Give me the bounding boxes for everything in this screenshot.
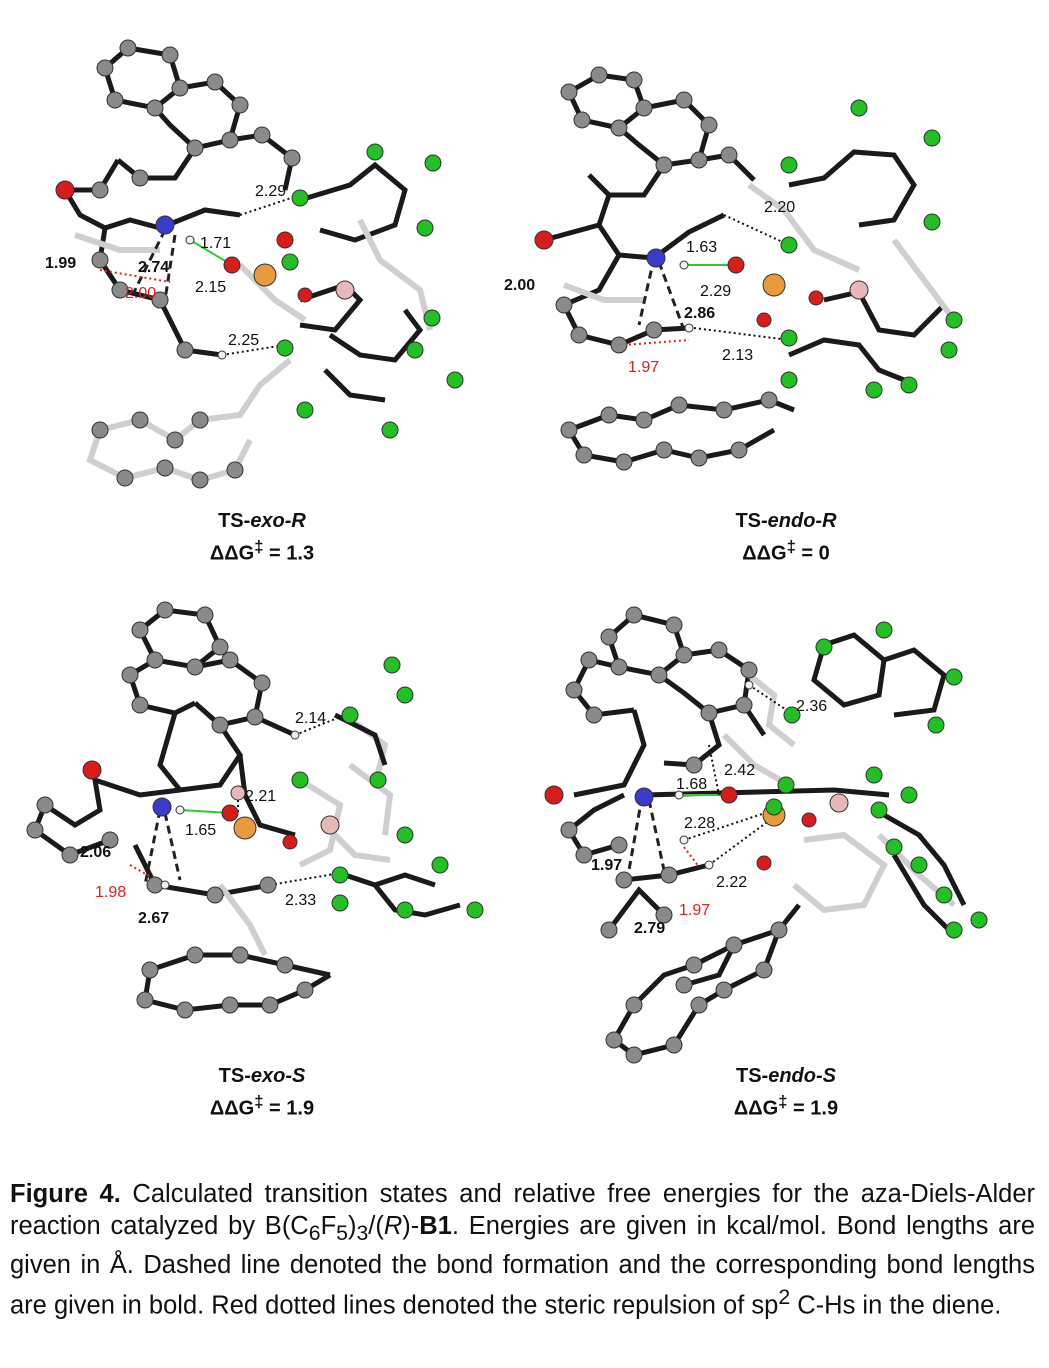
bond-length-label: 2.00: [125, 285, 156, 302]
catalyst-label: B1: [419, 1212, 452, 1240]
ts-label: TS-exo-S: [218, 1065, 306, 1087]
caption-text: C-Hs in the diene.: [790, 1291, 1002, 1320]
bond-length-label: 2.14: [295, 710, 326, 727]
bond-length-label: 2.74: [138, 259, 169, 276]
bond-length-label: 2.21: [245, 788, 276, 805]
ts-energy: ΔΔG‡ = 1.9: [733, 1092, 839, 1120]
ts-label: TS-endo-R: [735, 510, 837, 532]
figure-label: Figure 4.: [10, 1180, 121, 1208]
caption-text: Calculated transition states and relativ…: [10, 1180, 1035, 1240]
bond-length-label: 2.15: [195, 279, 226, 296]
bond-length-label: 2.13: [722, 347, 753, 364]
panel-ts-exo-s: 2.14 2.21 1.65 2.06 1.98 2.67 2.33 TS-ex…: [0, 585, 524, 1145]
bond-length-label: 2.67: [138, 910, 169, 927]
caption-superscript: 2: [778, 1285, 791, 1310]
bond-length-label: 2.06: [80, 844, 111, 861]
bond-length-label: 2.79: [634, 920, 665, 937]
caption-subscript: 5: [336, 1221, 348, 1246]
molecule-ts-endo-s: 2.36 2.42 1.68 2.28 1.97 2.22 1.97 2.79: [544, 606, 988, 1064]
ts-caption: TS-endo-R ΔΔG‡ = 0: [524, 508, 1048, 567]
ts-caption: TS-exo-S ΔΔG‡ = 1.9: [0, 1063, 524, 1122]
bond-length-label: 1.97: [679, 902, 710, 919]
figure-caption: Figure 4. Calculated transition states a…: [10, 1178, 1035, 1322]
bond-length-label: 1.99: [45, 255, 76, 272]
caption-text: . Energies are given in kcal/mol. Bond l…: [10, 1212, 1035, 1320]
caption-subscript: 6: [308, 1221, 321, 1246]
panel-ts-exo-r: 2.29 1.71 1.99 2.74 2.00 2.15 2.25 TS-ex…: [0, 0, 524, 565]
bond-length-label: 1.98: [95, 884, 126, 901]
ts-energy: ΔΔG‡ = 1.9: [209, 1092, 315, 1120]
bond-length-label: 2.29: [255, 183, 286, 200]
bond-length-label: 2.28: [684, 815, 715, 832]
bond-length-label: 2.22: [716, 874, 747, 891]
bond-length-label: 1.97: [591, 857, 622, 874]
caption-italic: R: [383, 1212, 403, 1240]
panel-ts-endo-r: 2.20 1.63 2.00 2.29 2.86 1.97 2.13 TS-en…: [504, 0, 1048, 565]
bond-length-label: 1.71: [200, 235, 231, 252]
bond-length-label: 2.00: [504, 277, 535, 294]
bond-length-label: 1.65: [185, 822, 216, 839]
ts-energy: ΔΔG‡ = 0: [742, 537, 830, 565]
bond-length-label: 2.42: [724, 762, 755, 779]
ts-caption: TS-endo-S ΔΔG‡ = 1.9: [524, 1063, 1048, 1122]
bond-length-label: 1.68: [676, 776, 707, 793]
bond-length-label: 2.36: [796, 698, 827, 715]
bond-length-label: 1.97: [628, 359, 659, 376]
caption-text: )-: [402, 1212, 420, 1240]
molecule-ts-exo-r: 2.29 1.71 1.99 2.74 2.00 2.15 2.25: [45, 39, 464, 489]
bond-length-label: 2.25: [228, 332, 259, 349]
caption-text: /(: [368, 1212, 384, 1240]
molecule-ts-exo-s: 2.14 2.21 1.65 2.06 1.98 2.67 2.33: [26, 601, 484, 1019]
panel-ts-endo-s: 2.36 2.42 1.68 2.28 1.97 2.22 1.97 2.79 …: [524, 585, 1048, 1145]
molecule-ts-endo-r: 2.20 1.63 2.00 2.29 2.86 1.97 2.13: [504, 66, 963, 471]
ts-label: TS-endo-S: [736, 1065, 836, 1087]
bond-length-label: 2.33: [285, 892, 316, 909]
bond-length-label: 2.29: [700, 283, 731, 300]
ts-energy: ΔΔG‡ = 1.3: [209, 537, 315, 565]
bond-length-label: 2.20: [764, 199, 795, 216]
bond-length-label: 1.63: [686, 239, 717, 256]
bond-length-label: 2.86: [684, 305, 715, 322]
caption-text: ): [347, 1212, 357, 1240]
caption-text: F: [320, 1212, 337, 1240]
ts-label: TS-exo-R: [218, 510, 306, 532]
ts-caption: TS-exo-R ΔΔG‡ = 1.3: [0, 508, 524, 567]
caption-subscript: 3: [356, 1221, 369, 1246]
